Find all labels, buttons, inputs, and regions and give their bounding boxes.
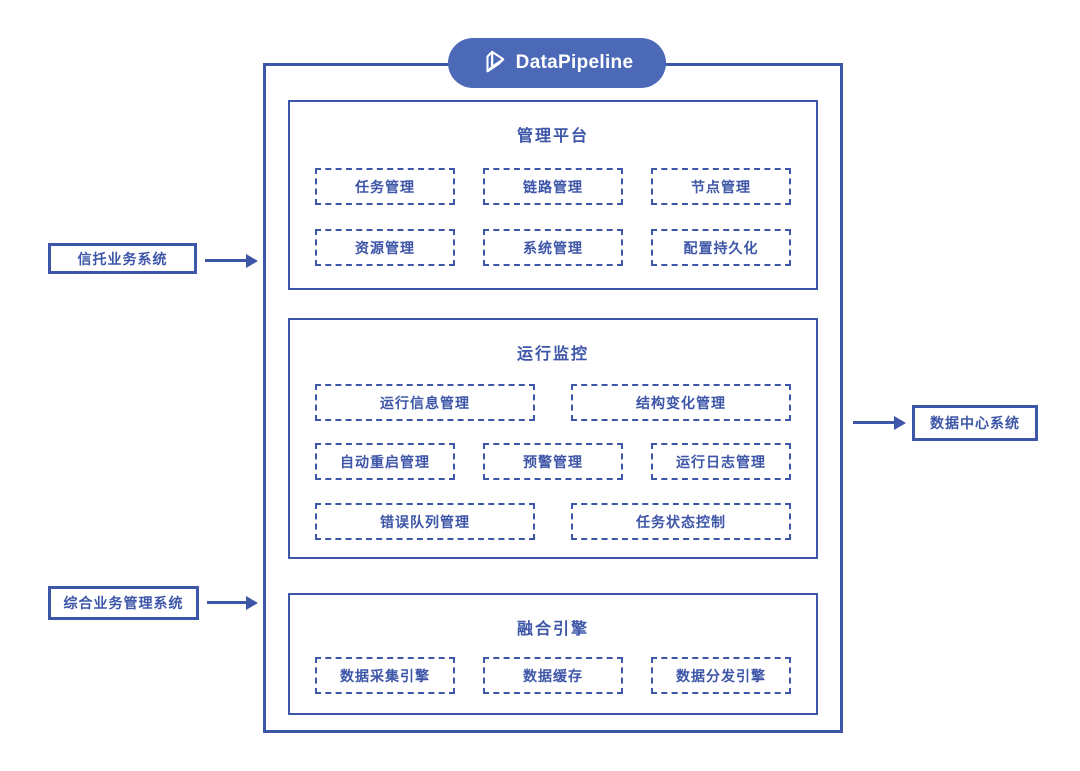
external-system-datacenter: 数据中心系统 — [912, 405, 1038, 441]
arrow-right-icon — [207, 601, 247, 604]
module-row: 资源管理 系统管理 配置持久化 — [315, 229, 791, 266]
module-task-management: 任务管理 — [315, 168, 455, 205]
module-node-management: 节点管理 — [651, 168, 791, 205]
module-data-distribution-engine: 数据分发引擎 — [651, 657, 791, 694]
module-auto-restart-management: 自动重启管理 — [315, 443, 455, 480]
module-config-persistence: 配置持久化 — [651, 229, 791, 266]
section-title-engine: 融合引擎 — [516, 621, 589, 638]
module-task-status-control: 任务状态控制 — [571, 503, 791, 540]
module-row: 任务管理 链路管理 节点管理 — [315, 168, 791, 205]
module-row: 数据采集引擎 数据缓存 数据分发引擎 — [315, 657, 791, 694]
module-error-queue-management: 错误队列管理 — [315, 503, 535, 540]
section-management-platform: 管理平台 任务管理 链路管理 节点管理 资源管理 系统管理 配置持久化 — [288, 100, 818, 290]
brand-name: DataPipeline — [515, 52, 634, 73]
external-system-comprehensive: 综合业务管理系统 — [48, 586, 199, 620]
brand-pill: DataPipeline — [448, 38, 666, 88]
external-system-trust: 信托业务系统 — [48, 243, 197, 274]
module-runtime-info-management: 运行信息管理 — [315, 384, 535, 421]
module-row: 自动重启管理 预警管理 运行日志管理 — [315, 443, 791, 480]
module-row: 错误队列管理 任务状态控制 — [315, 503, 791, 540]
arrow-right-icon — [205, 259, 247, 262]
section-title-management: 管理平台 — [516, 128, 589, 145]
module-system-management: 系统管理 — [483, 229, 623, 266]
module-resource-management: 资源管理 — [315, 229, 455, 266]
module-structure-change-management: 结构变化管理 — [571, 384, 791, 421]
module-row: 运行信息管理 结构变化管理 — [315, 384, 791, 421]
datapipeline-logo-icon — [486, 50, 504, 73]
section-fusion-engine: 融合引擎 数据采集引擎 数据缓存 数据分发引擎 — [288, 593, 818, 715]
section-operation-monitoring: 运行监控 运行信息管理 结构变化管理 自动重启管理 预警管理 运行日志管理 错误… — [288, 318, 818, 559]
module-data-cache: 数据缓存 — [483, 657, 623, 694]
module-link-management: 链路管理 — [483, 168, 623, 205]
arrow-right-icon — [853, 421, 895, 424]
module-alert-management: 预警管理 — [483, 443, 623, 480]
module-data-collection-engine: 数据采集引擎 — [315, 657, 455, 694]
section-title-monitoring: 运行监控 — [516, 346, 589, 363]
module-runtime-log-management: 运行日志管理 — [651, 443, 791, 480]
